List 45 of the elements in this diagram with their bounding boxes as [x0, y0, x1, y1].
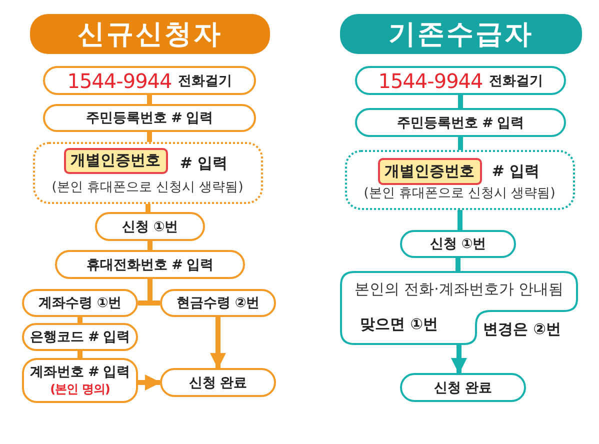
- title-banner: 신규신청자: [30, 14, 270, 54]
- note-text: (본인 휴대폰으로 신청시 생략됨): [50, 179, 244, 196]
- connector-line: [458, 210, 462, 230]
- step-box: 신청 완료: [400, 373, 526, 402]
- title-banner: 기존수급자: [340, 14, 582, 54]
- arrow: [451, 345, 467, 374]
- step-text: 전화걸기: [178, 72, 232, 90]
- phone-number: 1544-9944: [67, 68, 172, 92]
- step-text: # 입력: [180, 153, 228, 174]
- step-box: 은행코드 # 입력: [22, 323, 138, 351]
- connector-line: [458, 95, 463, 108]
- phone-number: 1544-9944: [378, 68, 483, 92]
- highlight-box: 개별인증번호: [378, 158, 482, 184]
- highlight-box: 개별인증번호: [64, 148, 168, 174]
- step-text: 전화걸기: [488, 72, 543, 90]
- step-box: 휴대전화번호 # 입력: [55, 250, 245, 279]
- connector-line: [78, 317, 82, 323]
- connector-line: [456, 258, 460, 271]
- step-box: 신청 ①번: [400, 230, 516, 258]
- step-box: 계좌수령 ①번: [22, 289, 138, 317]
- note-text: (본인 휴대폰으로 신청시 생략됨): [362, 185, 556, 202]
- step-box: 신청 완료: [160, 368, 276, 397]
- step-box: 주민등록번호 # 입력: [355, 108, 566, 137]
- connector-line: [147, 95, 152, 104]
- arrow: [138, 374, 161, 390]
- step-box: 신청 ①번: [95, 212, 205, 241]
- info-text: 본인의 전화·계좌번호가 안내됨: [353, 280, 565, 299]
- step-text: 변경은 ②번: [483, 320, 561, 339]
- connector-line: [148, 241, 152, 250]
- note-text: (본인 명의): [50, 381, 110, 398]
- connector-line: [78, 351, 82, 358]
- step-box: 현금수령 ②번: [160, 289, 276, 317]
- step-box: 주민등록번호 # 입력: [43, 104, 256, 132]
- step-box: [355, 66, 566, 95]
- dashed-box: [345, 150, 575, 210]
- step-box: [43, 66, 256, 95]
- arrow: [210, 317, 226, 369]
- step-text: 계좌번호 # 입력: [30, 363, 130, 381]
- connector-line: [146, 204, 150, 212]
- connector-line: [147, 132, 152, 142]
- step-text: # 입력: [492, 161, 540, 182]
- dashed-box: [33, 142, 263, 204]
- connector-line: [458, 137, 463, 150]
- step-box: [22, 358, 138, 403]
- step-text: 맞으면 ①번: [360, 315, 438, 334]
